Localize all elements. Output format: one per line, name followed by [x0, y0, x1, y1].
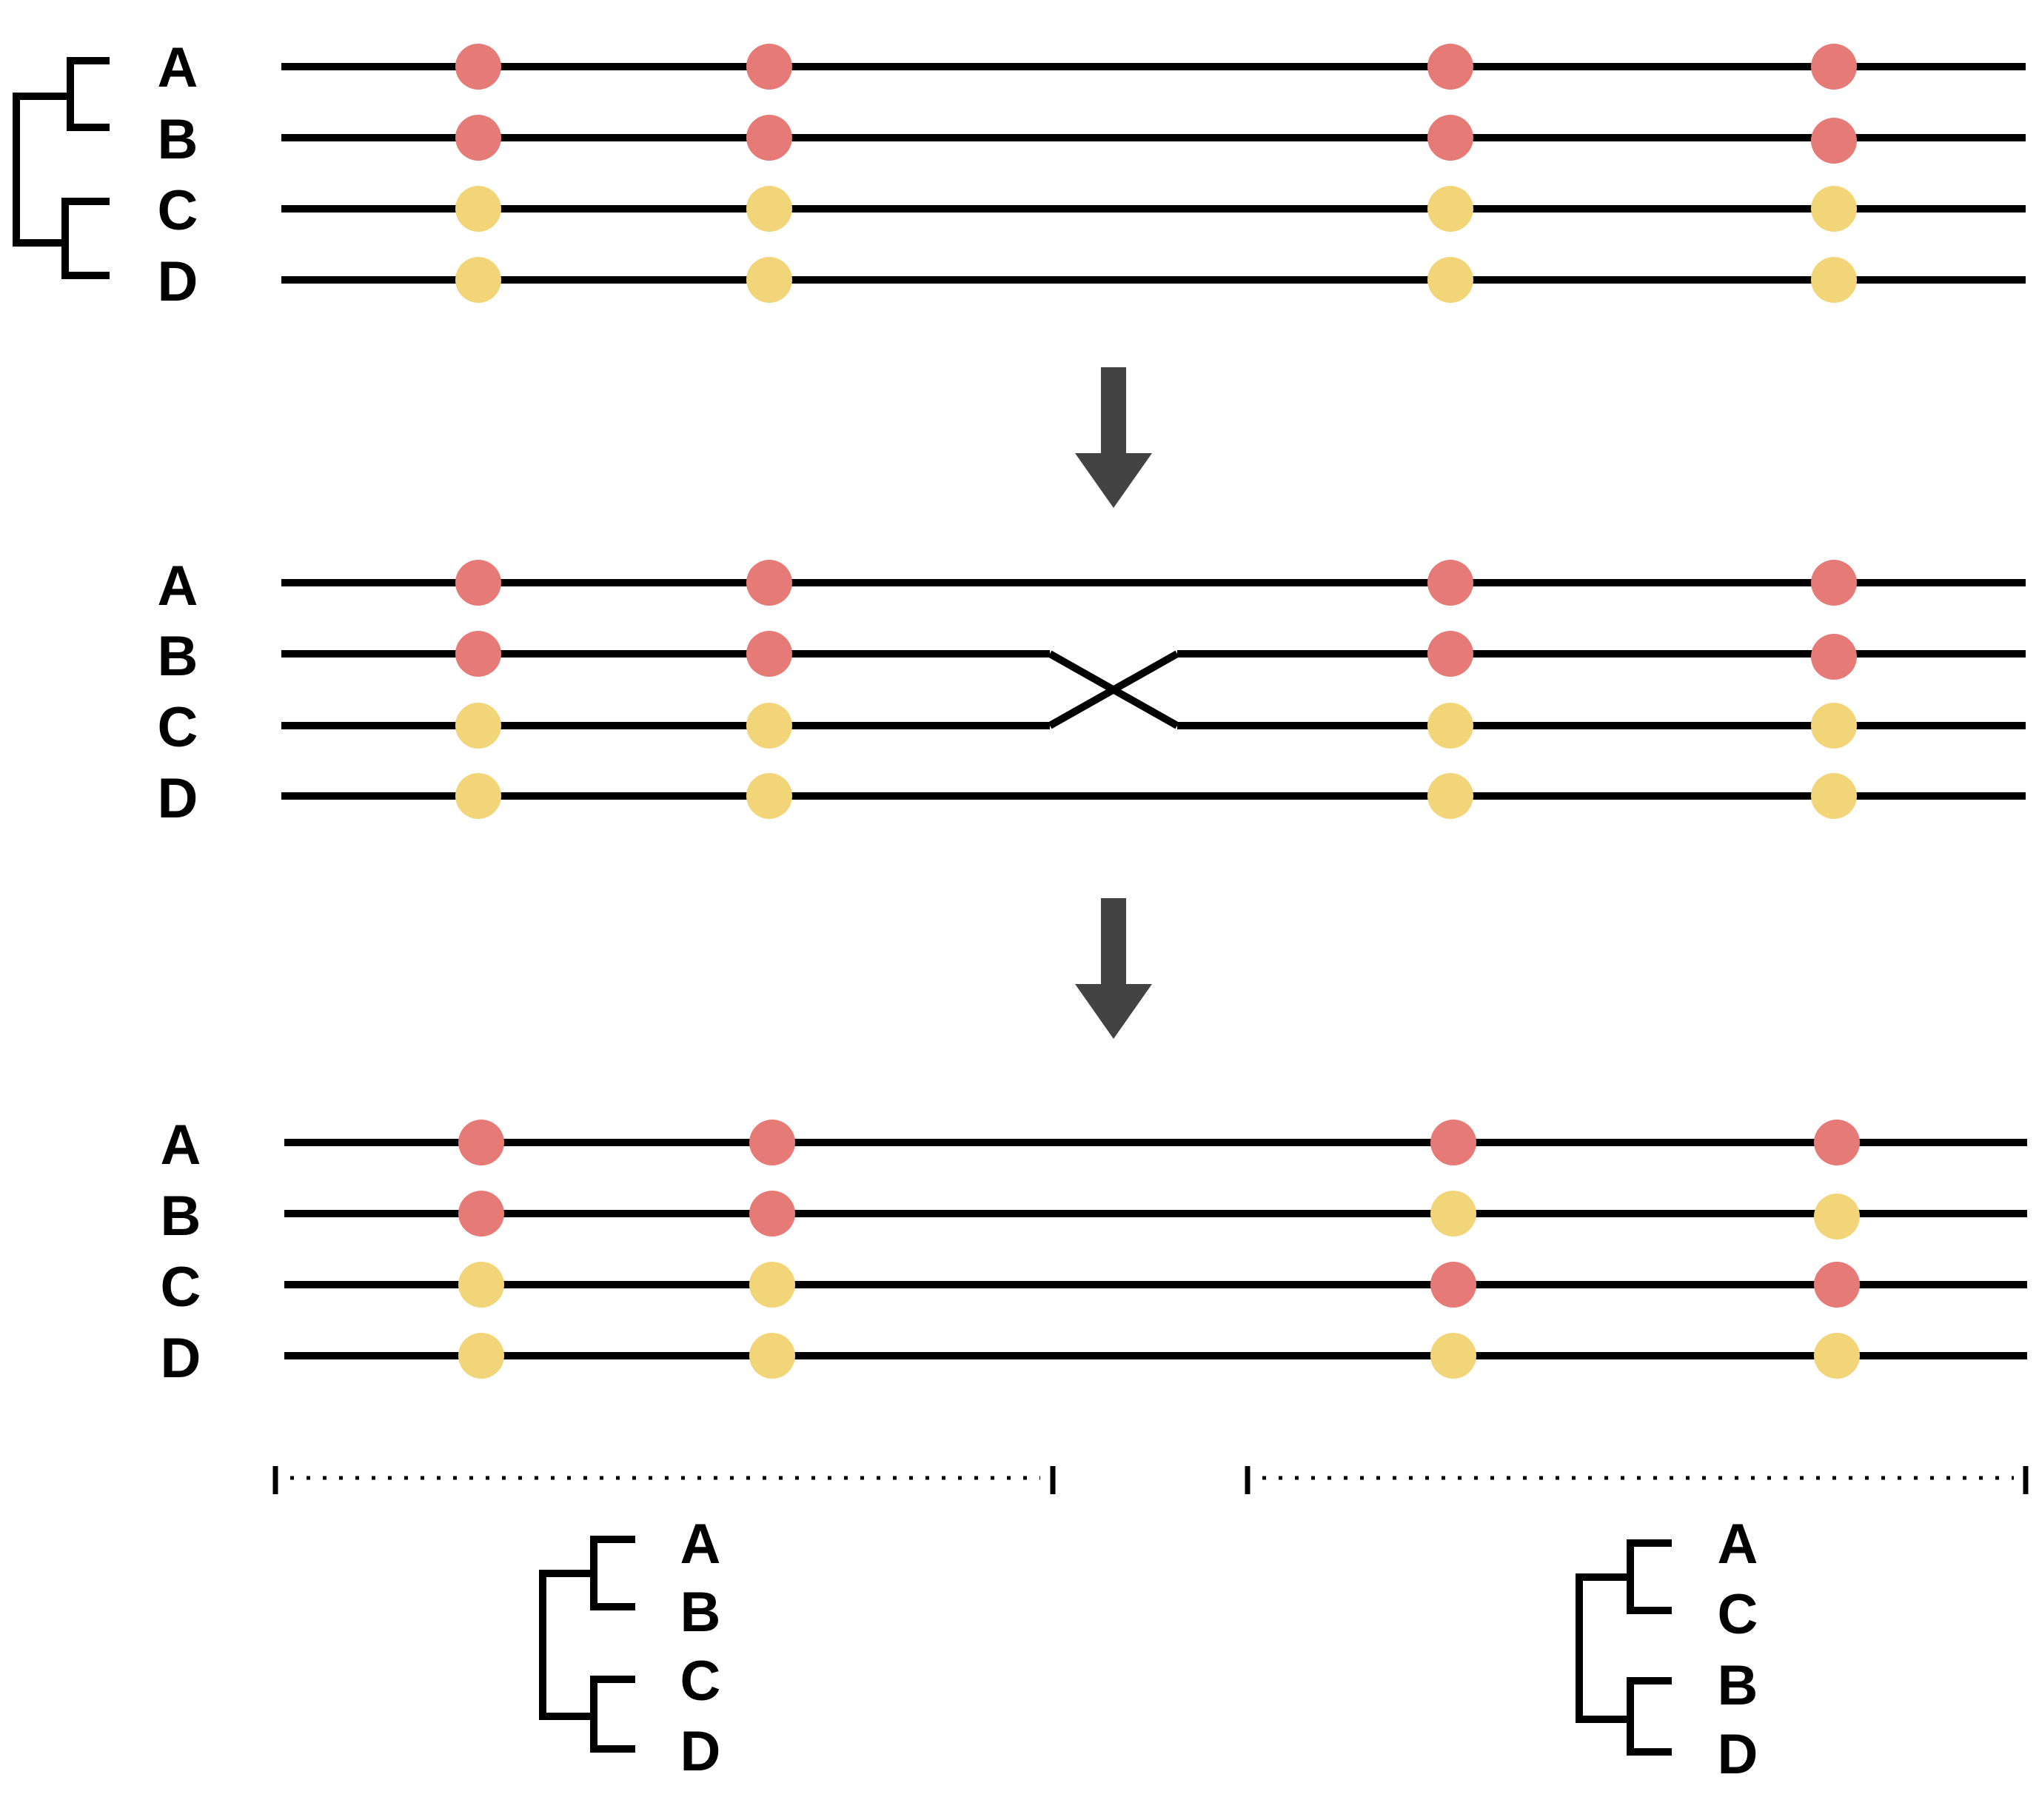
crossover-line [1048, 650, 1179, 729]
left-tree-tip: A [680, 1513, 721, 1576]
allele-dot [746, 631, 792, 677]
allele-dot [1811, 44, 1857, 90]
down-arrow-icon [1075, 367, 1152, 508]
top-tree-tip: D [158, 250, 198, 313]
allele-dot [749, 1262, 795, 1308]
allele-dot [1811, 560, 1857, 606]
allele-dot [1814, 1120, 1860, 1165]
allele-dot [455, 257, 501, 303]
allele-dot [746, 773, 792, 819]
allele-dot [1811, 257, 1857, 303]
allele-dot [458, 1333, 504, 1379]
chromosome-row-d [284, 1333, 2027, 1379]
row-label: B [158, 625, 198, 688]
allele-dot [458, 1262, 504, 1308]
allele-dot [746, 115, 792, 161]
allele-dot [1811, 118, 1857, 164]
row-label: A [158, 555, 198, 618]
row-label: D [158, 767, 198, 830]
allele-dot [746, 186, 792, 232]
allele-dot [1427, 703, 1473, 749]
right-tree-tip: C [1718, 1583, 1758, 1646]
panel-before: A B C D [13, 36, 2026, 313]
top-tree-branches [13, 57, 110, 279]
allele-dot [1814, 1262, 1860, 1308]
crossover-mark [1048, 650, 1179, 729]
right-tree-tip: B [1718, 1654, 1758, 1717]
allele-dot [746, 44, 792, 90]
chromosome-row-b [284, 1191, 2027, 1239]
right-tree-tip: D [1718, 1723, 1758, 1786]
allele-dot [749, 1333, 795, 1379]
allele-dot [1427, 773, 1473, 819]
allele-dot [1811, 634, 1857, 680]
segment-range-right [1245, 1466, 2029, 1494]
left-tree-tip: B [680, 1581, 721, 1644]
allele-dot [1427, 44, 1473, 90]
left-tree-tip: C [680, 1650, 721, 1713]
left-tree-branches [539, 1536, 635, 1753]
top-tree: A B C D [13, 36, 198, 313]
chromosome-row-a [284, 1120, 2027, 1165]
allele-dot [1430, 1333, 1476, 1379]
allele-dot [746, 560, 792, 606]
chromosome-row-a [281, 44, 2026, 90]
allele-dot [1430, 1120, 1476, 1165]
allele-dot [749, 1120, 795, 1165]
row-label: C [158, 696, 198, 759]
chromosome-row-d [281, 257, 2026, 303]
chromosome-row-c [281, 703, 2026, 749]
chromosome-row-b [281, 631, 2026, 680]
top-tree-tip: A [158, 36, 198, 99]
allele-dot [1814, 1194, 1860, 1239]
allele-dot [1430, 1191, 1476, 1237]
right-tree-tip: A [1718, 1513, 1758, 1576]
allele-dot [1427, 560, 1473, 606]
left-tree-tip: D [680, 1720, 721, 1783]
allele-dot [1430, 1262, 1476, 1308]
allele-dot [455, 115, 501, 161]
row-label: A [161, 1114, 201, 1177]
row-label: C [161, 1256, 201, 1319]
chromosome-row-d [281, 773, 2026, 819]
allele-dot [455, 186, 501, 232]
allele-dot [455, 560, 501, 606]
allele-dot [746, 257, 792, 303]
allele-dot [1811, 773, 1857, 819]
allele-dot [746, 703, 792, 749]
down-arrow-icon [1075, 898, 1152, 1039]
segment-range-left [272, 1466, 1056, 1494]
allele-dot [455, 703, 501, 749]
chromosome-row-b [281, 115, 2026, 164]
top-tree-tip: B [158, 108, 198, 171]
chromosome-row-a [281, 560, 2026, 606]
allele-dot [455, 44, 501, 90]
right-segment-tree: A C B D [1576, 1513, 1758, 1786]
allele-dot [1811, 703, 1857, 749]
allele-dot [455, 773, 501, 819]
allele-dot [1427, 257, 1473, 303]
right-tree-branches [1576, 1539, 1672, 1756]
allele-dot [1427, 631, 1473, 677]
chromosome-row-c [281, 186, 2026, 232]
row-label: B [161, 1185, 201, 1248]
allele-dot [458, 1120, 504, 1165]
allele-dot [1814, 1333, 1860, 1379]
top-tree-tip: C [158, 179, 198, 242]
allele-dot [1811, 186, 1857, 232]
allele-dot [458, 1191, 504, 1237]
panel-after: A B C D [161, 1114, 2027, 1390]
panel-recombination: A B C D [158, 555, 2026, 830]
allele-dot [1427, 115, 1473, 161]
row-label: D [161, 1327, 201, 1390]
allele-dot [455, 631, 501, 677]
chromosome-row-c [284, 1262, 2027, 1308]
left-segment-tree: A B C D [539, 1513, 721, 1783]
allele-dot [1427, 186, 1473, 232]
allele-dot [749, 1191, 795, 1237]
